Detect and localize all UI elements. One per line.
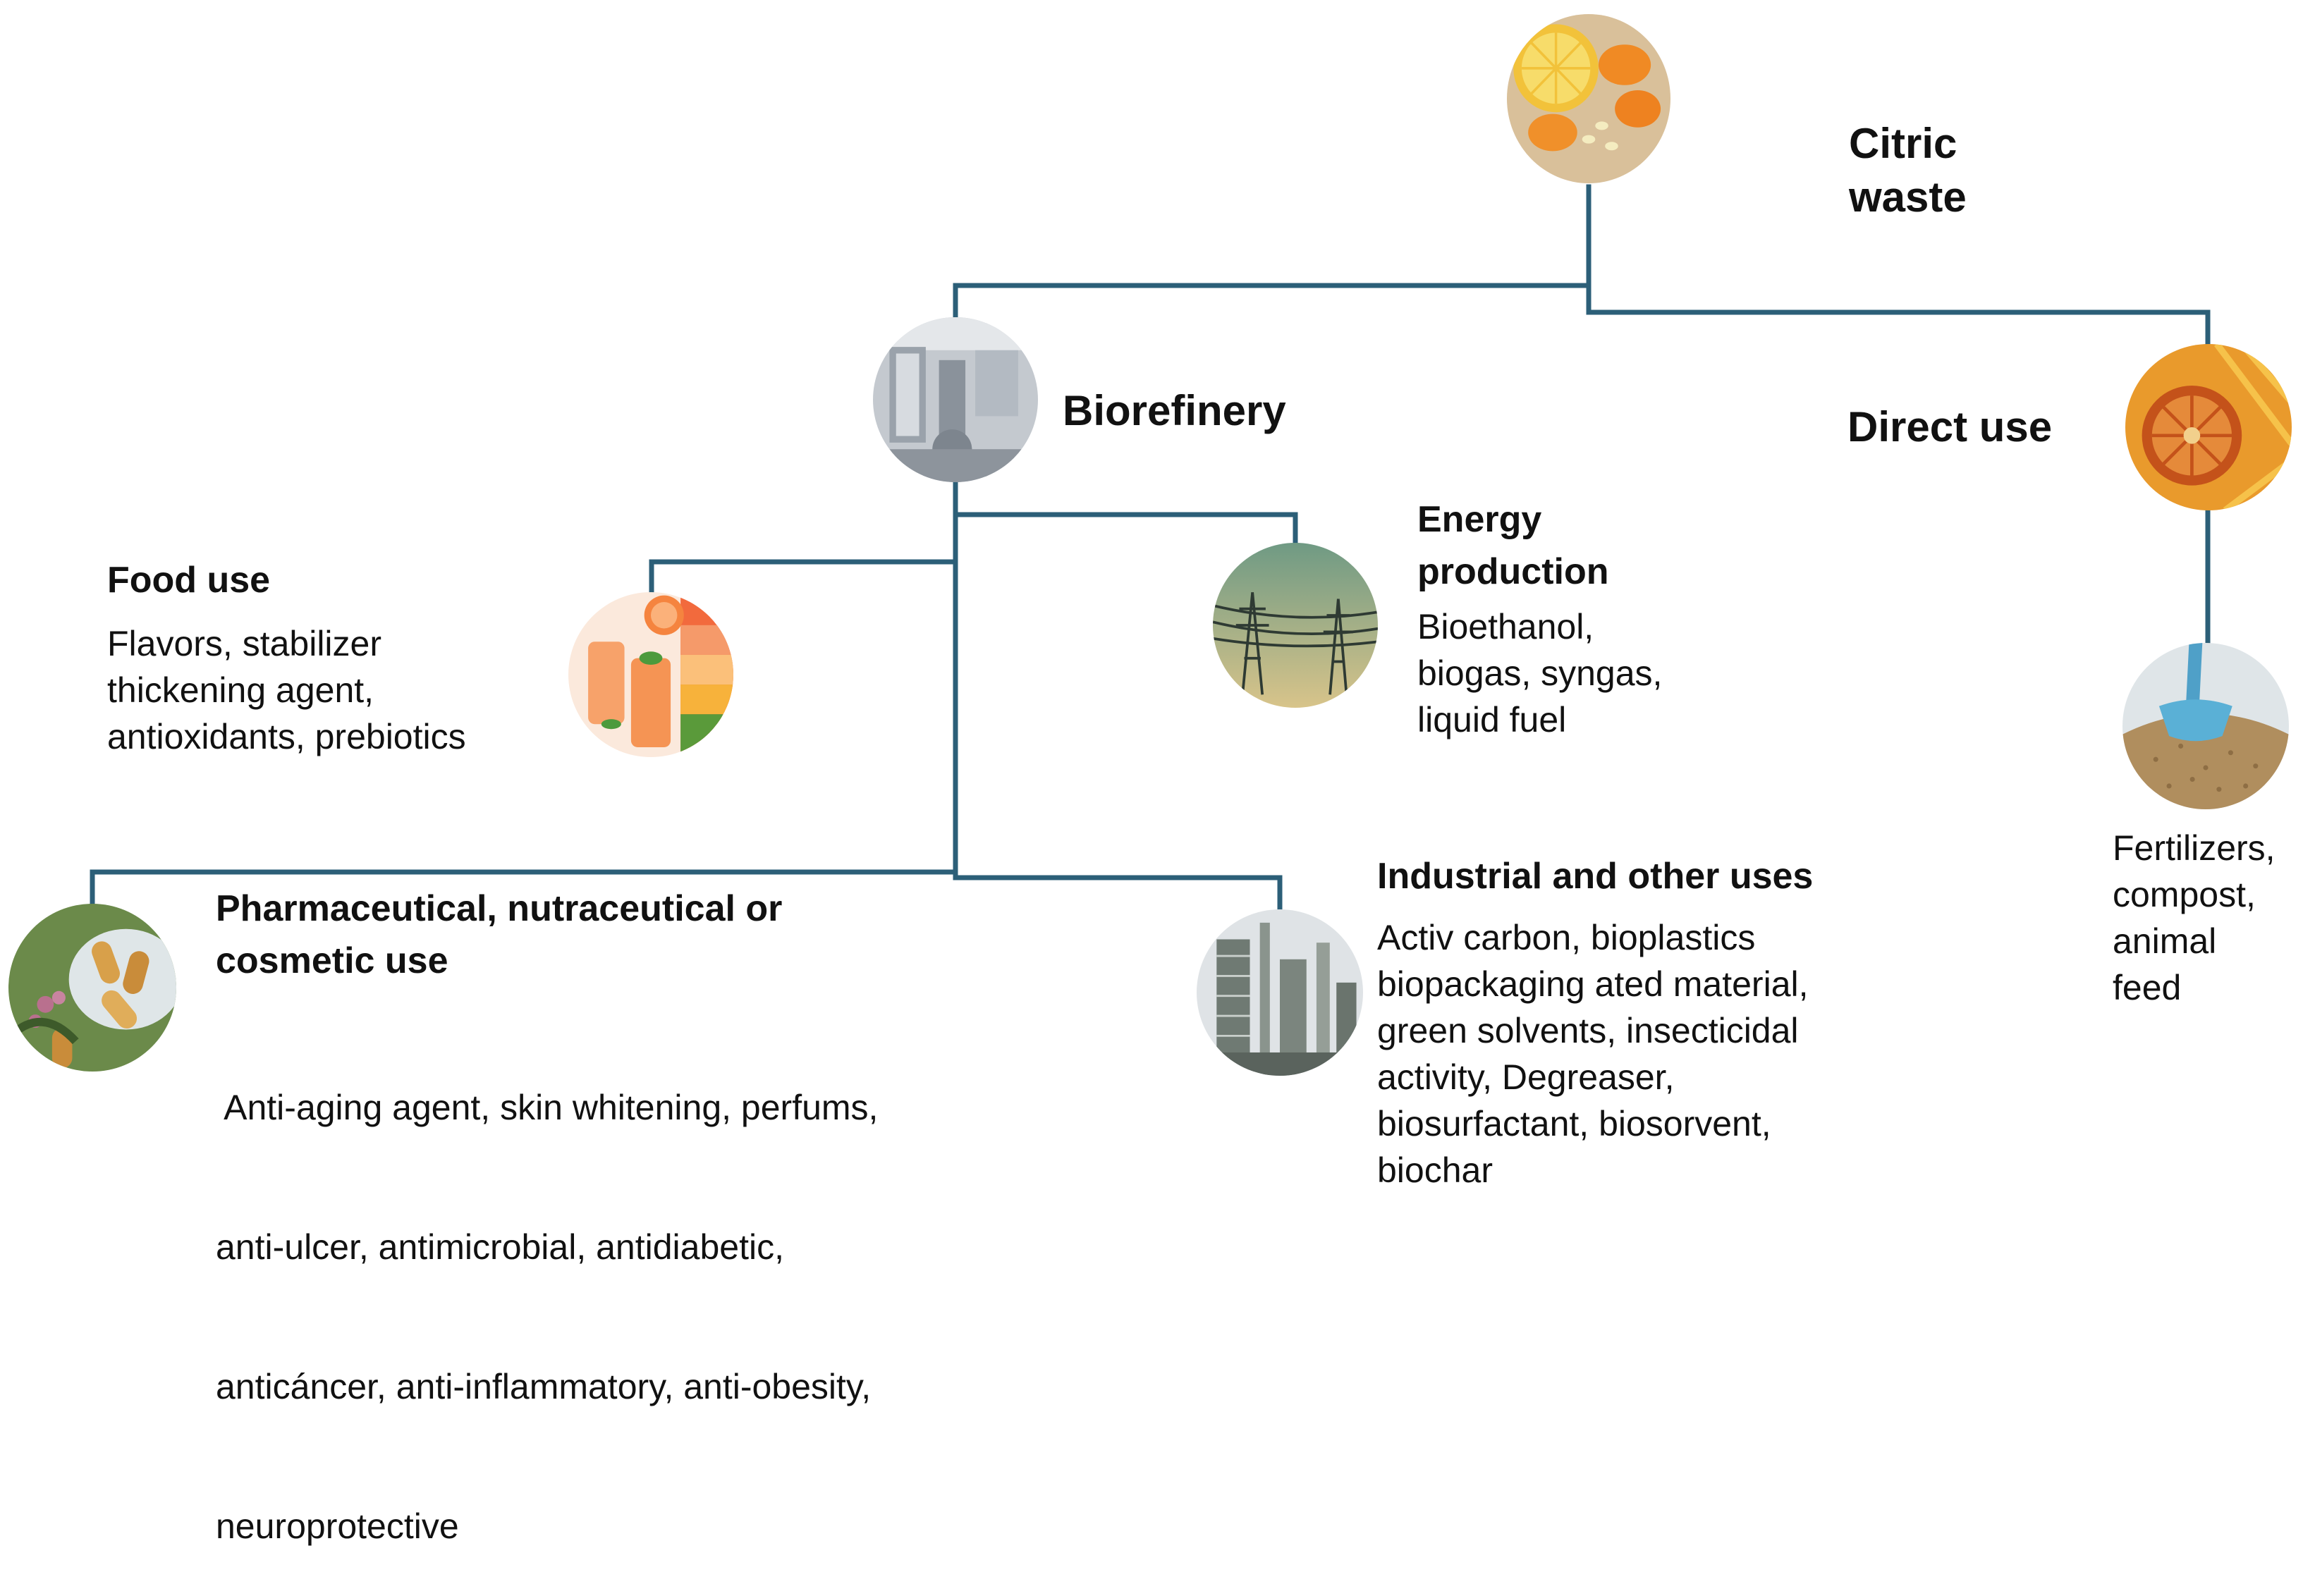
refinery-towers-icon: [1197, 909, 1363, 1076]
pharmaceutical-line: Anti-aging agent, skin whitening, perfum…: [216, 1088, 879, 1127]
fertilizers-description: Fertilizers, compost, animal feed: [2113, 825, 2275, 1011]
fertilizers-line: compost,: [2113, 875, 2256, 914]
connector-to-energy: [953, 512, 1298, 544]
citrus-fruit-icon: [1507, 14, 1670, 183]
pharmaceutical-description: Anti-aging agent, skin whitening, perfum…: [216, 991, 878, 1596]
pharmaceutical-title-line: Pharmaceutical, nutraceutical or: [216, 888, 783, 929]
pharmaceutical-line: neuroprotective: [216, 1506, 459, 1546]
connector-citric-to-biorefinery: [953, 184, 1592, 319]
food-use-line: Flavors, stabilizer: [107, 624, 381, 663]
citrus-drinks-icon: [568, 592, 733, 757]
connector-to-food: [649, 559, 958, 595]
energy-line: liquid fuel: [1417, 700, 1567, 739]
connector-to-pharmaceutical: [90, 869, 958, 905]
pharmaceutical-title: Pharmaceutical, nutraceutical or cosmeti…: [216, 883, 782, 987]
direct-use-title: Direct use: [1847, 403, 2053, 450]
connector-citric-to-direct-use: [1586, 283, 2211, 347]
pharmaceutical-line: anticáncer, anti-inflammatory, anti-obes…: [216, 1367, 872, 1406]
citric-waste-title-line: Citric: [1849, 120, 1957, 167]
industrial-plant-icon: [873, 317, 1038, 482]
energy-line: biogas, syngas,: [1417, 653, 1663, 693]
connector-lines: [90, 184, 2211, 911]
pharmaceutical-title-line: cosmetic use: [216, 940, 448, 981]
connector-to-industrial: [953, 875, 1283, 911]
dried-orange-icon: [2125, 344, 2292, 510]
citric-waste-title-line: waste: [1849, 173, 1967, 221]
connector-group: [90, 184, 2211, 911]
energy-production-description: Bioethanol, biogas, syngas, liquid fuel: [1417, 603, 1662, 743]
energy-title-line: Energy: [1417, 499, 1542, 540]
industrial-line: biochar: [1377, 1150, 1493, 1190]
industrial-line: activity, Degreaser,: [1377, 1057, 1675, 1097]
capsules-herbs-icon: [8, 904, 176, 1072]
pharmaceutical-line: anti-ulcer, antimicrobial, antidiabetic,: [216, 1227, 784, 1267]
power-lines-icon: [1213, 543, 1378, 708]
fertilizers-line: feed: [2113, 968, 2182, 1007]
food-use-line: thickening agent,: [107, 670, 374, 710]
grain-scoop-icon: [2122, 643, 2289, 809]
food-use-title: Food use: [107, 560, 271, 601]
energy-production-title: Energy production: [1417, 493, 1609, 598]
energy-line: Bioethanol,: [1417, 607, 1594, 646]
citric-waste-title: Citric waste: [1849, 117, 1967, 224]
industrial-line: Activ carbon, bioplastics: [1377, 918, 1756, 957]
industrial-line: biosurfactant, biosorvent,: [1377, 1104, 1771, 1143]
industrial-line: green solvents, insecticidal: [1377, 1011, 1799, 1050]
energy-title-line: production: [1417, 551, 1609, 592]
industrial-title: Industrial and other uses: [1377, 856, 1814, 897]
food-use-description: Flavors, stabilizer thickening agent, an…: [107, 620, 466, 760]
industrial-description: Activ carbon, bioplastics biopackaging a…: [1377, 914, 1809, 1193]
biorefinery-title: Biorefinery: [1063, 387, 1286, 434]
fertilizers-line: Fertilizers,: [2113, 828, 2275, 868]
industrial-line: biopackaging ated material,: [1377, 964, 1809, 1004]
fertilizers-line: animal: [2113, 921, 2217, 961]
food-use-line: antioxidants, prebiotics: [107, 717, 466, 756]
